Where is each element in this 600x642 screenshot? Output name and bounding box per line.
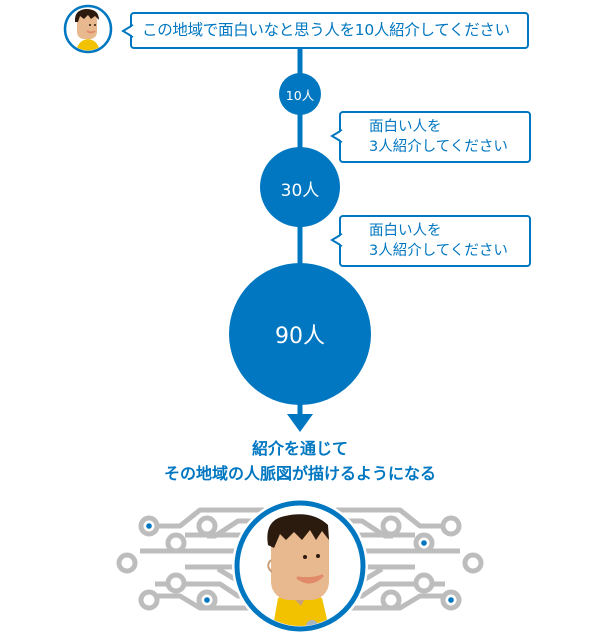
person-avatar-icon xyxy=(63,4,113,54)
center-avatar-face xyxy=(267,514,330,626)
node-label-30: 30人 xyxy=(280,181,320,201)
speech-tail-icon xyxy=(330,129,344,143)
step-request-bubble-1: 面白い人を 3人紹介してください xyxy=(330,111,531,163)
person-network-icon xyxy=(116,498,484,634)
node-circle-30 xyxy=(260,147,340,227)
conclusion-line2: その地域の人脈図が描けるようになる xyxy=(163,464,436,483)
node-circle-10 xyxy=(279,73,321,115)
speech-tail-icon xyxy=(330,233,344,247)
step-request-1-line1: 面白い人を xyxy=(369,119,442,135)
step-request-1-line2: 3人紹介してください xyxy=(369,139,508,155)
arrow-down-icon xyxy=(287,414,313,432)
circuit-nodes-right xyxy=(380,515,484,611)
step-request-2-line1: 面白い人を xyxy=(369,223,442,239)
top-request-bubble: この地域で面白いなと思う人を10人紹介してください xyxy=(121,12,529,49)
step-request-2-line2: 3人紹介してください xyxy=(369,243,508,259)
node-circle-90 xyxy=(229,263,371,405)
speech-tail-icon xyxy=(121,24,135,38)
top-request-text: この地域で面白いなと思う人を10人紹介してください xyxy=(142,21,510,39)
node-label-10: 10人 xyxy=(285,88,315,103)
node-label-90: 90人 xyxy=(275,324,325,349)
conclusion-text: 紹介を通じて その地域の人脈図が描けるようになる xyxy=(0,436,600,486)
circuit-nodes-left xyxy=(116,515,218,611)
step-request-bubble-2: 面白い人を 3人紹介してください xyxy=(330,215,531,267)
conclusion-line1: 紹介を通じて xyxy=(251,439,348,458)
